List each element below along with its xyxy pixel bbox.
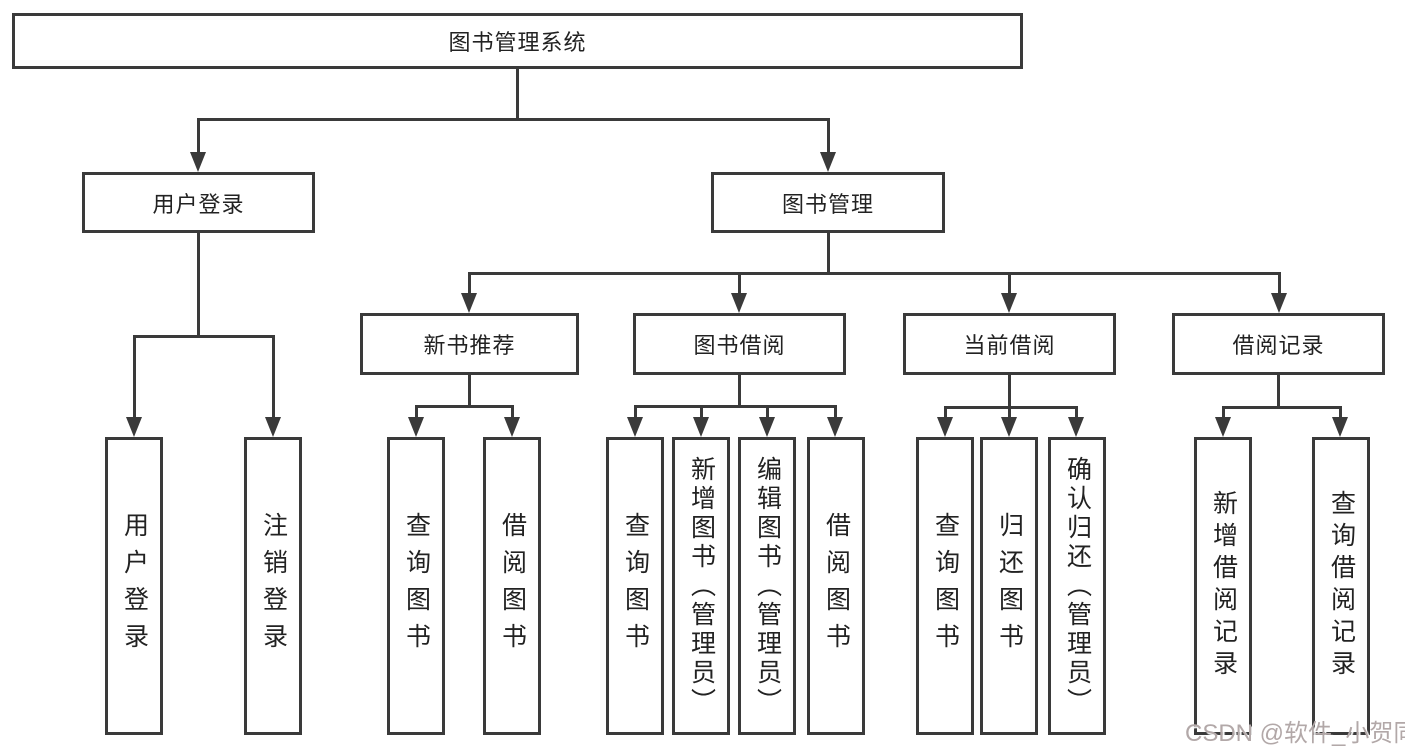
node-book-borrow: 图书借阅 bbox=[633, 313, 846, 375]
leaf-borrow-book: 借阅图书 bbox=[807, 437, 865, 735]
leaf-borrow-book-recommend-label: 借阅图书 bbox=[498, 512, 527, 660]
arrowhead-down-icon bbox=[759, 417, 775, 437]
arrowhead-down-icon bbox=[126, 417, 142, 437]
node-new-book-recommend: 新书推荐 bbox=[360, 313, 579, 375]
leaf-add-book-admin-label: 新增图书（管理员） bbox=[687, 455, 716, 717]
arrowhead-down-icon bbox=[265, 417, 281, 437]
arrowhead-down-icon bbox=[820, 152, 836, 172]
connector-line bbox=[415, 405, 514, 408]
arrowhead-down-icon bbox=[1001, 293, 1017, 313]
connector-line bbox=[468, 272, 471, 294]
connector-line bbox=[468, 375, 471, 405]
leaf-user-login: 用户登录 bbox=[105, 437, 163, 735]
leaf-add-borrow-record: 新增借阅记录 bbox=[1194, 437, 1252, 735]
arrowhead-down-icon bbox=[693, 417, 709, 437]
connector-line bbox=[1277, 375, 1280, 406]
arrowhead-down-icon bbox=[1332, 417, 1348, 437]
arrowhead-down-icon bbox=[1068, 417, 1084, 437]
arrowhead-down-icon bbox=[1271, 293, 1287, 313]
connector-line bbox=[834, 405, 837, 417]
leaf-query-book-current: 查询图书 bbox=[916, 437, 974, 735]
leaf-query-book-recommend-label: 查询图书 bbox=[402, 512, 431, 660]
arrowhead-down-icon bbox=[937, 417, 953, 437]
connector-line bbox=[1075, 406, 1078, 417]
connector-line bbox=[197, 118, 200, 153]
connector-line bbox=[738, 272, 741, 294]
arrowhead-down-icon bbox=[504, 417, 520, 437]
connector-line bbox=[634, 405, 637, 417]
node-user-login-label: 用户登录 bbox=[152, 191, 245, 217]
node-current-borrow: 当前借阅 bbox=[903, 313, 1116, 375]
node-new-book-recommend-label: 新书推荐 bbox=[423, 333, 516, 358]
connector-line bbox=[133, 335, 274, 338]
arrowhead-down-icon bbox=[627, 417, 643, 437]
arrowhead-down-icon bbox=[1001, 417, 1017, 437]
connector-line bbox=[1008, 375, 1011, 406]
leaf-query-borrow-record: 查询借阅记录 bbox=[1312, 437, 1370, 735]
connector-line bbox=[133, 335, 136, 417]
connector-line bbox=[766, 405, 769, 417]
connector-line bbox=[1222, 406, 1225, 417]
leaf-query-book-borrow-label: 查询图书 bbox=[621, 512, 650, 660]
node-root: 图书管理系统 bbox=[12, 13, 1023, 69]
connector-line bbox=[511, 405, 514, 417]
leaf-confirm-return-admin-label: 确认归还（管理员） bbox=[1063, 455, 1092, 717]
connector-line bbox=[1339, 406, 1342, 417]
connector-line bbox=[700, 405, 703, 417]
node-book-borrow-label: 图书借阅 bbox=[693, 333, 786, 358]
leaf-query-book-borrow: 查询图书 bbox=[606, 437, 664, 735]
connector-line bbox=[738, 375, 741, 405]
leaf-borrow-book-label: 借阅图书 bbox=[822, 512, 851, 660]
connector-line bbox=[1278, 272, 1281, 294]
connector-line bbox=[272, 335, 275, 417]
node-borrow-record-label: 借阅记录 bbox=[1232, 333, 1325, 358]
connector-line bbox=[944, 406, 1078, 409]
connector-line bbox=[1008, 406, 1011, 417]
node-book-management: 图书管理 bbox=[711, 172, 945, 233]
connector-line bbox=[197, 118, 830, 121]
node-user-login: 用户登录 bbox=[82, 172, 315, 233]
leaf-query-book-current-label: 查询图书 bbox=[931, 512, 960, 660]
connector-line bbox=[197, 233, 200, 335]
connector-line bbox=[634, 405, 837, 408]
leaf-logout-label: 注销登录 bbox=[259, 512, 288, 660]
arrowhead-down-icon bbox=[827, 417, 843, 437]
arrowhead-down-icon bbox=[731, 293, 747, 313]
arrowhead-down-icon bbox=[461, 293, 477, 313]
leaf-add-borrow-record-label: 新增借阅记录 bbox=[1209, 490, 1238, 682]
leaf-borrow-book-recommend: 借阅图书 bbox=[483, 437, 541, 735]
leaf-add-book-admin: 新增图书（管理员） bbox=[672, 437, 730, 735]
leaf-return-book: 归还图书 bbox=[980, 437, 1038, 735]
leaf-query-book-recommend: 查询图书 bbox=[387, 437, 445, 735]
arrowhead-down-icon bbox=[408, 417, 424, 437]
leaf-return-book-label: 归还图书 bbox=[995, 512, 1024, 660]
node-book-management-label: 图书管理 bbox=[781, 191, 874, 217]
leaf-logout: 注销登录 bbox=[244, 437, 302, 735]
csdn-watermark: CSDN @软件_小贺同学 bbox=[1185, 720, 1405, 747]
leaf-user-login-label: 用户登录 bbox=[120, 512, 149, 660]
leaf-confirm-return-admin: 确认归还（管理员） bbox=[1048, 437, 1106, 735]
connector-line bbox=[516, 67, 519, 118]
leaf-edit-book-admin-label: 编辑图书（管理员） bbox=[753, 455, 782, 717]
arrowhead-down-icon bbox=[1215, 417, 1231, 437]
arrowhead-down-icon bbox=[190, 152, 206, 172]
node-root-label: 图书管理系统 bbox=[448, 30, 587, 55]
node-borrow-record: 借阅记录 bbox=[1172, 313, 1385, 375]
leaf-query-borrow-record-label: 查询借阅记录 bbox=[1327, 490, 1356, 682]
connector-line bbox=[1222, 406, 1342, 409]
connector-line bbox=[468, 272, 1281, 275]
connector-line bbox=[415, 405, 418, 417]
connector-line bbox=[827, 118, 830, 153]
node-current-borrow-label: 当前借阅 bbox=[963, 333, 1056, 358]
leaf-edit-book-admin: 编辑图书（管理员） bbox=[738, 437, 796, 735]
connector-line bbox=[827, 233, 830, 272]
connector-line bbox=[944, 406, 947, 417]
connector-line bbox=[1008, 272, 1011, 294]
